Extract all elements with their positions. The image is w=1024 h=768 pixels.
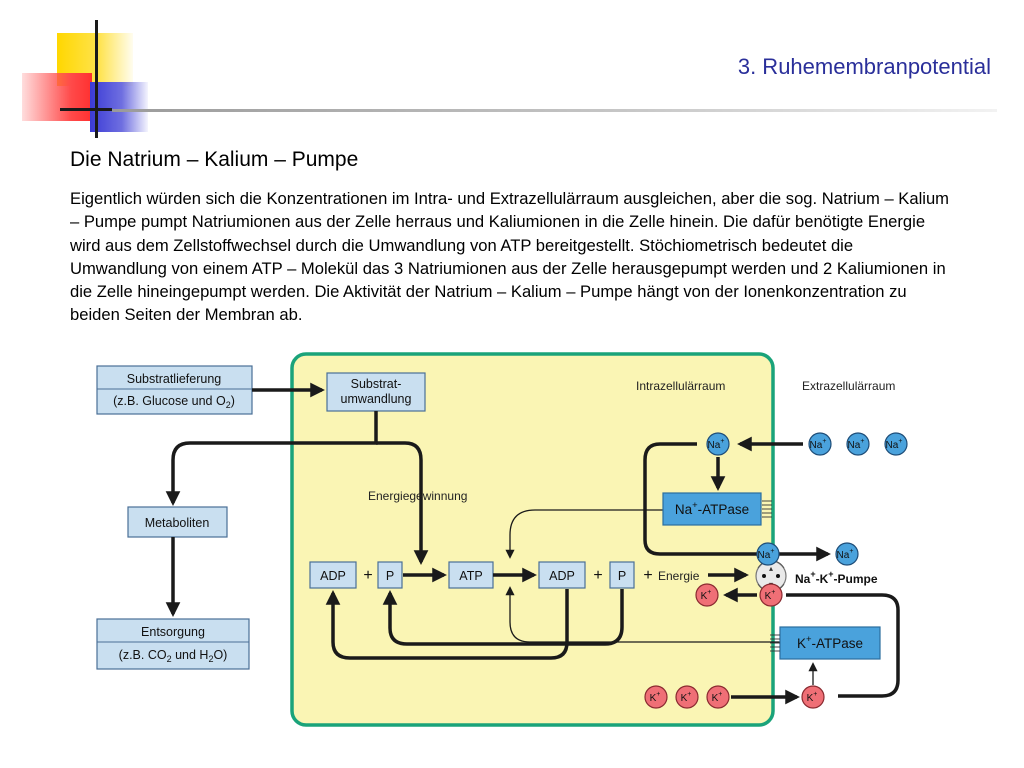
loop-adp-return <box>325 589 569 660</box>
arrow-to-metaboliten <box>165 411 378 506</box>
svg-text:K+: K+ <box>807 691 818 704</box>
k-loop-path <box>786 593 900 698</box>
svg-text:Na+: Na+ <box>886 438 903 451</box>
svg-text:Metaboliten: Metaboliten <box>145 516 210 530</box>
svg-text:Na+: Na+ <box>837 548 854 561</box>
svg-text:ATP: ATP <box>459 569 482 583</box>
extrazellular-label: Extrazellulärraum <box>802 379 895 393</box>
entsorgung-box: Entsorgung (z.B. CO2 und H2O) <box>96 618 250 670</box>
intrazellular-label: Intrazellulärraum <box>636 379 725 393</box>
adp-box-right: ADP <box>538 561 586 589</box>
section-heading: Die Natrium – Kalium – Pumpe <box>70 148 359 171</box>
adp-box-left: ADP <box>309 561 357 589</box>
k-ion: K+ <box>801 685 825 709</box>
svg-text:Na+: Na+ <box>810 438 827 451</box>
svg-text:Substrat-: Substrat- <box>351 377 402 391</box>
svg-text:K+: K+ <box>701 589 712 602</box>
p-box-right: P <box>609 561 635 589</box>
na-ion: Na+ <box>706 432 730 456</box>
na-loop-path <box>643 442 831 562</box>
na-ion: Na+ <box>846 432 870 456</box>
svg-text:▴: ▴ <box>769 564 773 573</box>
svg-text:K+: K+ <box>650 691 661 704</box>
svg-text:umwandlung: umwandlung <box>341 392 412 406</box>
svg-text:P: P <box>386 569 394 583</box>
decor-blue-square <box>90 82 148 132</box>
svg-text:ADP: ADP <box>320 569 346 583</box>
atp-box: ATP <box>448 561 494 589</box>
na-ion: Na+ <box>808 432 832 456</box>
loop-p-return <box>382 589 624 646</box>
substratlieferung-title: Substratlieferung <box>127 372 222 386</box>
k-ion: K+ <box>706 685 730 709</box>
slide-title: 3. Ruhemembranpotential <box>737 54 991 79</box>
substratumwandlung-box: Substrat- umwandlung <box>326 372 426 412</box>
thin-loop-k-atpase <box>505 586 780 643</box>
k-atpase-box: K+-ATPase <box>770 626 881 660</box>
energiegewinnung-label: Energiegewinnung <box>368 489 467 503</box>
plus-sign: + <box>593 567 602 584</box>
plus-sign: + <box>643 567 652 584</box>
substratlieferung-detail: (z.B. Glucose und O2) <box>113 394 235 410</box>
thin-loop-na-atpase <box>505 509 663 559</box>
entsorgung-detail: (z.B. CO2 und H2O) <box>119 648 228 664</box>
svg-text:Na+: Na+ <box>708 438 725 451</box>
k-ion: K+ <box>695 583 719 607</box>
header-rule <box>112 109 997 112</box>
plus-sign: + <box>363 567 372 584</box>
svg-text:Na+: Na+ <box>758 548 775 561</box>
svg-text:K+: K+ <box>681 691 692 704</box>
arrow-to-p <box>376 441 429 565</box>
decor-vertical-line <box>95 20 98 138</box>
decor-horizontal-line <box>60 108 112 111</box>
svg-text:Na+: Na+ <box>848 438 865 451</box>
na-atpase-box: Na+-ATPase <box>662 492 772 526</box>
na-ion: Na+ <box>884 432 908 456</box>
p-box-left: P <box>377 561 403 589</box>
svg-text:P: P <box>618 569 626 583</box>
svg-text:K+: K+ <box>765 589 776 602</box>
na-ion: Na+ <box>835 542 859 566</box>
svg-text:Na+-ATPase: Na+-ATPase <box>675 500 749 517</box>
k-ion: K+ <box>644 685 668 709</box>
energie-label: Energie <box>658 569 700 583</box>
svg-text:K+: K+ <box>712 691 723 704</box>
svg-text:ADP: ADP <box>549 569 575 583</box>
metaboliten-box: Metaboliten <box>127 506 228 538</box>
svg-text:K+-ATPase: K+-ATPase <box>797 634 863 651</box>
na-k-pump-label: Na+-K+-Pumpe <box>795 569 878 586</box>
k-ion: K+ <box>759 583 783 607</box>
na-ion: Na+ <box>756 542 780 566</box>
k-ion: K+ <box>675 685 699 709</box>
substratlieferung-box: Substratlieferung (z.B. Glucose und O2) <box>96 365 253 415</box>
entsorgung-title: Entsorgung <box>141 625 205 639</box>
body-paragraph: Eigentlich würden sich die Konzentration… <box>70 189 949 325</box>
decor-red-square <box>22 73 92 121</box>
